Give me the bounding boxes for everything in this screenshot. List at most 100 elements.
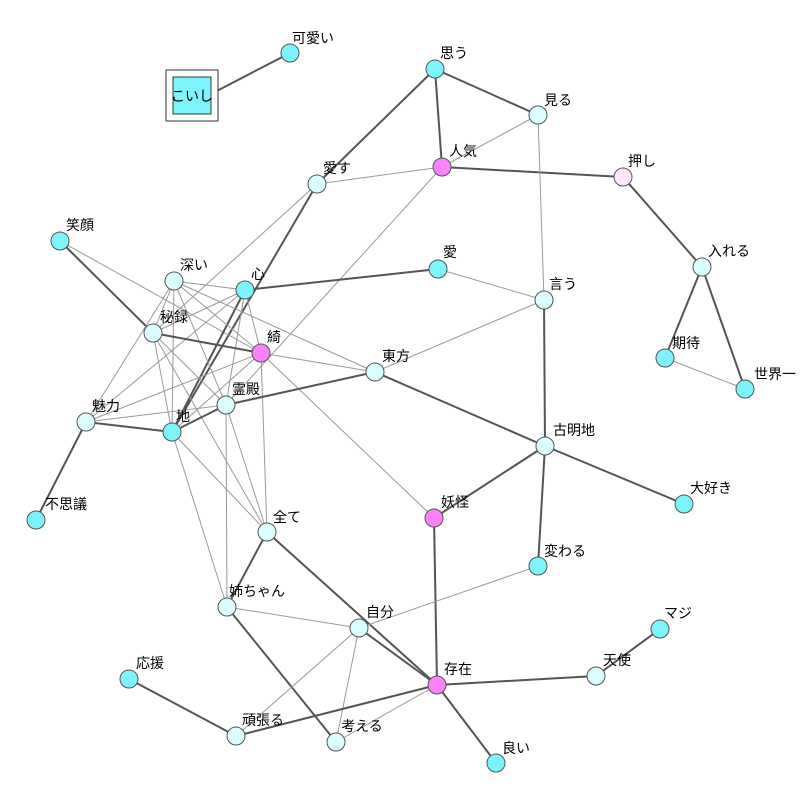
node-label-neechan: 姉ちゃん (229, 584, 285, 600)
node-label-touhou: 東方 (382, 349, 410, 365)
edge-ninki-reiden (225, 166, 443, 406)
node-maji[interactable] (650, 619, 670, 639)
edge-sonzai-tenshi (436, 675, 597, 686)
node-kangaeru[interactable] (326, 732, 346, 752)
node-label-egao: 笑顔 (66, 218, 94, 234)
node-egao[interactable] (50, 231, 70, 251)
node-aisu[interactable] (307, 174, 327, 194)
edge-kirei-miryoku (85, 352, 262, 423)
node-label-komeiji: 古明地 (553, 423, 595, 439)
node-label-ninki: 人気 (449, 144, 477, 160)
edge-miryoku-reiden (85, 404, 227, 423)
edge-hiroku-chi (152, 332, 173, 433)
node-komeiji[interactable] (535, 436, 555, 456)
node-youkai[interactable] (424, 508, 444, 528)
node-label-oshi: 押し (628, 154, 656, 170)
node-ouen[interactable] (119, 669, 139, 689)
node-sekaiichi[interactable] (735, 379, 755, 399)
edge-kokoro-miryoku (85, 289, 246, 423)
edge-kirei-touhou (260, 352, 376, 373)
node-jibun[interactable] (349, 618, 369, 638)
edge-iu-komeiji (543, 299, 546, 447)
focus-node-label: こいし (171, 89, 213, 105)
edge-kokoro-fukai (173, 280, 246, 291)
edge-kirei-subete (260, 352, 268, 533)
node-miru[interactable] (528, 105, 548, 125)
node-label-maji: マジ (664, 606, 692, 622)
node-miryoku[interactable] (76, 412, 96, 432)
node-reiden[interactable] (216, 395, 236, 415)
node-tenshi[interactable] (586, 666, 606, 686)
node-label-ireru: 入れる (708, 244, 750, 260)
edge-layer (35, 52, 746, 764)
node-label-iu: 言う (549, 277, 577, 293)
node-yoi[interactable] (486, 753, 506, 773)
node-label-kitai: 期待 (672, 336, 700, 352)
edge-ninki-oshi (441, 166, 624, 178)
edge-neechan-kangaeru (226, 606, 337, 743)
edge-reiden-neechan (225, 404, 228, 608)
node-label-chi: 地 (176, 409, 190, 425)
node-label-sekaiichi: 世界一 (754, 367, 796, 383)
edge-subete-sonzai (266, 531, 438, 686)
node-subete[interactable] (257, 522, 277, 542)
node-iu[interactable] (534, 290, 554, 310)
edge-ireru-sekaiichi (701, 266, 746, 390)
node-hiroku[interactable] (143, 323, 163, 343)
edge-chi-subete (171, 431, 268, 533)
node-ganbaru[interactable] (226, 726, 246, 746)
node-chi[interactable] (162, 422, 182, 442)
edge-ai-iu (437, 268, 545, 301)
node-sonzai[interactable] (427, 675, 447, 695)
edge-ireru-kitai (664, 266, 703, 359)
node-label-jibun: 自分 (366, 605, 394, 621)
edge-hiroku-subete (152, 332, 268, 533)
node-label-kirei: 綺 (267, 330, 281, 346)
node-neechan[interactable] (217, 597, 237, 617)
edge-ganbaru-sonzai (235, 684, 438, 737)
edge-omou-aisu (316, 68, 436, 185)
edge-ouen-ganbaru (128, 678, 237, 737)
node-label-ouen: 応援 (136, 656, 164, 672)
edge-oshi-ireru (622, 176, 703, 268)
node-oshi[interactable] (613, 167, 633, 187)
node-label-daisuki: 大好き (690, 481, 732, 497)
node-fukai[interactable] (164, 271, 184, 291)
edge-fukai-chi (171, 280, 175, 433)
edge-omou-ninki (434, 68, 443, 168)
node-label-youkai: 妖怪 (441, 495, 469, 511)
edge-neechan-jibun (226, 606, 360, 629)
node-fushigi[interactable] (26, 510, 46, 530)
node-ireru[interactable] (692, 257, 712, 277)
node-kawaru[interactable] (528, 556, 548, 576)
edge-komeiji-kawaru (537, 445, 546, 567)
node-label-reiden: 霊殿 (232, 382, 260, 398)
edge-hiroku-kirei (152, 332, 262, 354)
edge-kokoro-kirei (244, 289, 262, 354)
node-label-kangaeru: 考える (341, 719, 383, 735)
node-label-fukai: 深い (180, 258, 208, 274)
edge-tenshi-maji (595, 628, 661, 677)
edge-kokoro-ai (244, 268, 439, 291)
edge-kokoro-hiroku (152, 289, 246, 334)
node-label-kawaii: 可愛い (292, 31, 334, 47)
node-touhou[interactable] (365, 362, 385, 382)
node-kawaii[interactable] (280, 43, 300, 63)
edge-komeiji-daisuki (544, 445, 685, 505)
node-kirei[interactable] (251, 343, 271, 363)
node-kokoro[interactable] (235, 280, 255, 300)
edge-touhou-komeiji (374, 371, 546, 447)
focus-node-box (172, 76, 212, 115)
focus-node[interactable]: こいし (165, 69, 219, 122)
node-label-kawaru: 変わる (544, 543, 586, 560)
node-omou[interactable] (425, 59, 445, 79)
node-kitai[interactable] (655, 348, 675, 368)
edge-sonzai-yoi (436, 684, 497, 764)
edge-fukai-touhou (173, 280, 376, 373)
node-label-subete: 全て (273, 509, 301, 526)
node-ninki[interactable] (432, 157, 452, 177)
node-ai[interactable] (428, 259, 448, 279)
node-daisuki[interactable] (674, 494, 694, 514)
edge-fukai-miryoku (85, 280, 175, 423)
